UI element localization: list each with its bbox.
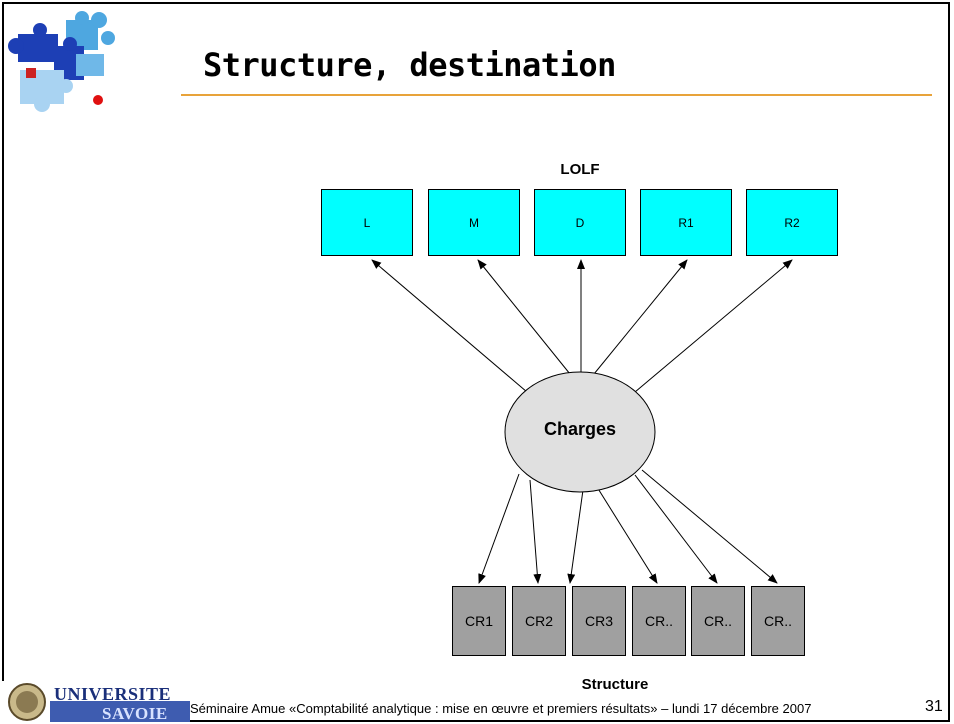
lolf-box-M: M <box>428 189 520 256</box>
cr-box-6: CR.. <box>751 586 805 656</box>
cr-box-4: CR.. <box>632 586 686 656</box>
arrow-to-M <box>477 259 571 375</box>
title-underline <box>181 94 932 96</box>
svg-text:SAVOIE: SAVOIE <box>102 704 168 722</box>
lolf-box-R2: R2 <box>746 189 838 256</box>
footer-text: Séminaire Amue «Comptabilité analytique … <box>190 701 812 716</box>
arrow-to-R1 <box>593 259 688 375</box>
page-number: 31 <box>925 698 943 715</box>
universite-savoie-logo-icon: UNIVERSITE SAVOIE <box>2 681 190 722</box>
charges-ellipse <box>504 371 656 493</box>
lolf-label: LOLF <box>560 161 600 178</box>
lolf-box-D: D <box>534 189 626 256</box>
lolf-box-R1: R1 <box>640 189 732 256</box>
lolf-box-L: L <box>321 189 413 256</box>
arrow-to-CR3 <box>567 489 584 584</box>
structure-label: Structure <box>581 676 649 693</box>
svg-text:UNIVERSITE: UNIVERSITE <box>54 684 171 704</box>
charges-label: Charges <box>543 419 617 439</box>
arrow-to-L <box>371 259 528 393</box>
puzzle-logo-icon <box>8 11 115 112</box>
arrow-to-CR2 <box>529 479 542 584</box>
arrow-to-CR6 <box>641 469 778 584</box>
cr-box-3: CR3 <box>572 586 626 656</box>
arrow-to-CR4 <box>596 486 658 584</box>
cr-box-2: CR2 <box>512 586 566 656</box>
arrow-to-R2 <box>634 259 793 393</box>
cr-box-1: CR1 <box>452 586 506 656</box>
slide-title: Structure, destination <box>203 46 616 84</box>
arrow-to-CR5 <box>634 474 718 584</box>
cr-box-5: CR.. <box>691 586 745 656</box>
arrow-to-CR1 <box>478 473 520 584</box>
